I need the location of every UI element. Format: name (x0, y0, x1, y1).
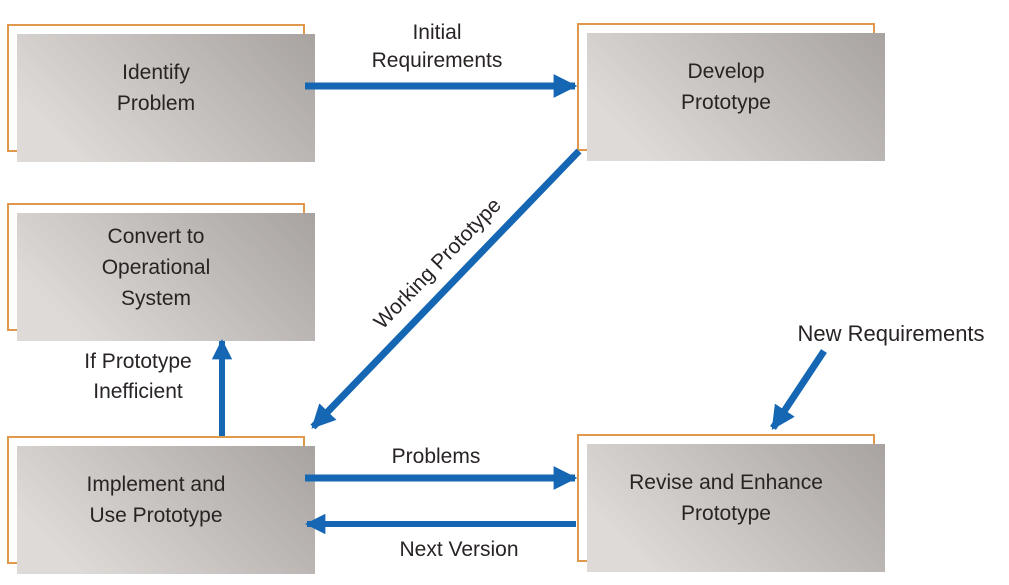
label-initial-requirements: Initial Requirements (372, 19, 503, 75)
node-identify-problem: Identify Problem (7, 24, 315, 162)
node-label-line: Use Prototype (89, 504, 223, 527)
node-label-line: Problem (116, 92, 196, 115)
node-label-line: Prototype (681, 502, 771, 525)
arrow-working-prototype (310, 148, 582, 430)
arrow-new-requirements (770, 349, 827, 430)
node-label-line: Identify (122, 61, 190, 84)
node-revise-and-enhance-prototype: Revise and Enhance Prototype (577, 434, 885, 572)
node-label-line: Develop (687, 60, 765, 83)
node-label-line: Prototype (681, 91, 771, 114)
label-working-prototype: Working Prototype (369, 193, 506, 334)
node-label-line: Convert to (107, 224, 205, 248)
label-line: Inefficient (93, 380, 183, 403)
node-label-line: Revise and Enhance (629, 471, 823, 494)
label-line: If Prototype (84, 350, 192, 373)
node-develop-prototype: Develop Prototype (577, 23, 885, 161)
label-new-requirements: New Requirements (797, 321, 985, 346)
label-if-prototype-inefficient: If Prototype Inefficient (84, 347, 191, 407)
label-next-version: Next Version (399, 538, 519, 561)
label-problems: Problems (391, 445, 481, 468)
label-line: Initial (412, 21, 462, 44)
node-convert-to-operational-system: Convert to Operational System (7, 203, 315, 341)
node-implement-and-use-prototype: Implement and Use Prototype (7, 436, 315, 574)
node-label-line: Operational (101, 255, 211, 279)
label-line: Requirements (371, 49, 503, 72)
node-label-line: System (120, 286, 191, 310)
node-label-line: Implement and (86, 473, 226, 496)
